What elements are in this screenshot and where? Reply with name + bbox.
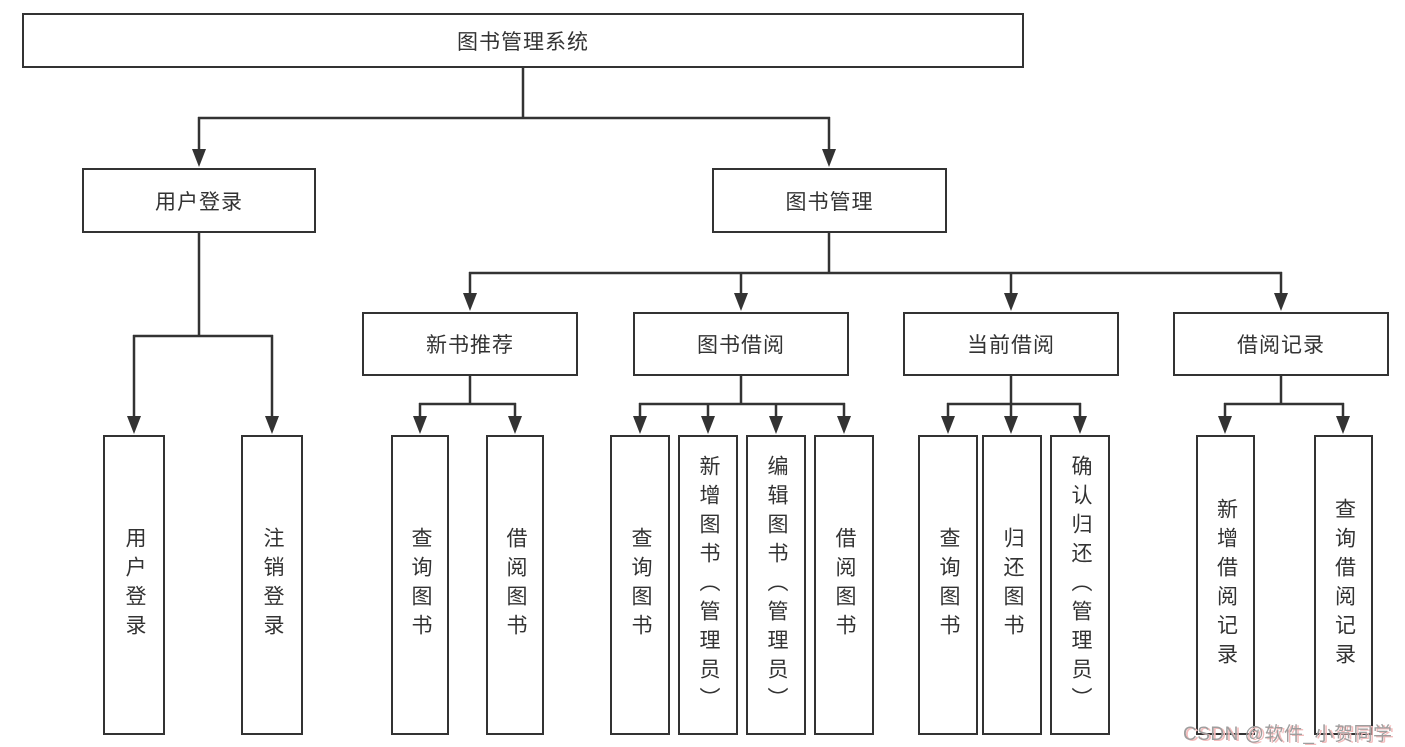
node-book-borrow-label: 图书借阅: [697, 334, 785, 357]
node-new-books-label: 新书推荐: [426, 334, 514, 357]
node-borrow-records: 借阅记录: [1173, 312, 1389, 376]
node-book-borrow: 图书借阅: [633, 312, 849, 376]
leaf-user-login: 用户登录: [103, 435, 165, 735]
leaf-query-books-current-label: 查询图书: [937, 527, 960, 643]
leaf-edit-book-admin: 编辑图书（管理员）: [746, 435, 806, 735]
csdn-watermark: CSDN @软件_小贺同学: [1183, 724, 1393, 745]
leaf-add-book-admin-label: 新增图书（管理员）: [697, 454, 720, 716]
leaf-logout: 注销登录: [241, 435, 303, 735]
leaf-query-books-borrow: 查询图书: [610, 435, 670, 735]
leaf-borrow-books-borrow-label: 借阅图书: [833, 527, 856, 643]
leaf-confirm-return-admin-label: 确认归还（管理员）: [1069, 454, 1092, 716]
leaf-user-login-label: 用户登录: [123, 527, 146, 643]
leaf-add-book-admin: 新增图书（管理员）: [678, 435, 738, 735]
leaf-add-borrow-record: 新增借阅记录: [1196, 435, 1255, 735]
node-current-borrow: 当前借阅: [903, 312, 1119, 376]
leaf-edit-book-admin-label: 编辑图书（管理员）: [765, 454, 788, 716]
node-borrow-records-label: 借阅记录: [1237, 334, 1325, 357]
node-root-label: 图书管理系统: [457, 30, 589, 54]
leaf-return-book: 归还图书: [982, 435, 1042, 735]
leaf-query-books-newbooks: 查询图书: [391, 435, 449, 735]
node-user-login: 用户登录: [82, 168, 316, 233]
leaf-query-books-newbooks-label: 查询图书: [409, 527, 432, 643]
node-user-login-label: 用户登录: [155, 190, 243, 214]
leaf-query-books-borrow-label: 查询图书: [629, 527, 652, 643]
node-current-borrow-label: 当前借阅: [967, 334, 1055, 357]
leaf-confirm-return-admin: 确认归还（管理员）: [1050, 435, 1110, 735]
leaf-add-borrow-record-label: 新增借阅记录: [1214, 498, 1238, 672]
node-book-mgmt-label: 图书管理: [785, 190, 874, 214]
leaf-query-borrow-record: 查询借阅记录: [1314, 435, 1373, 735]
leaf-query-borrow-record-label: 查询借阅记录: [1332, 498, 1356, 672]
node-root: 图书管理系统: [22, 13, 1024, 68]
leaf-borrow-books-borrow: 借阅图书: [814, 435, 874, 735]
leaf-return-book-label: 归还图书: [1001, 527, 1024, 643]
arrowheads: [127, 149, 1350, 434]
leaf-borrow-books-newbooks: 借阅图书: [486, 435, 544, 735]
node-book-mgmt: 图书管理: [712, 168, 947, 233]
node-new-books: 新书推荐: [362, 312, 578, 376]
leaf-borrow-books-newbooks-label: 借阅图书: [504, 527, 527, 643]
leaf-logout-label: 注销登录: [261, 527, 284, 643]
leaf-query-books-current: 查询图书: [918, 435, 978, 735]
